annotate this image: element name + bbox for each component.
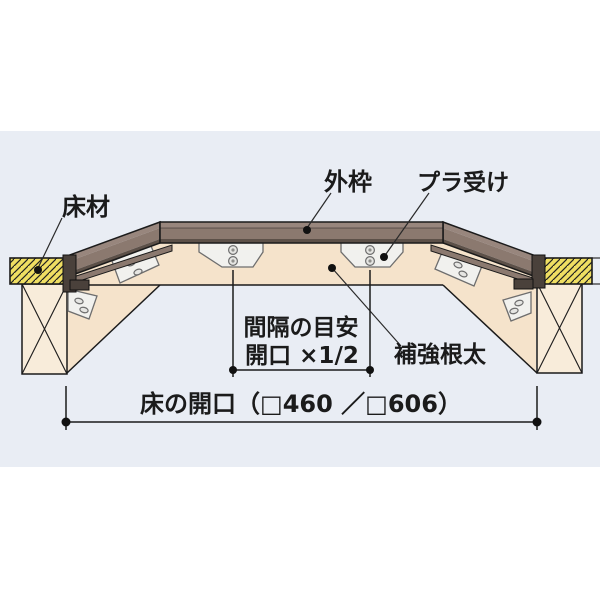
plastic-receiver-bracket-right-corner [502,291,532,322]
left-joist-diagonal-edge [66,284,161,374]
outer-frame-end-caps [62,254,546,293]
spacing-guide-label-line1: 間隔の目安 [244,314,359,341]
left-joist-post [21,283,68,375]
reinforcement-joist-label: 補強根太 [393,342,487,368]
leader-lines [34,192,430,347]
outer-frame-profile [66,220,537,285]
leader-dot-plastic-receiver [380,253,388,261]
leader-dot-floor-material [34,266,42,274]
plastic-receiver-bracket-center-right [340,240,404,268]
floor-material-right [537,257,600,285]
outer-frame-bar [159,221,444,244]
outer-frame-right-lip [513,278,534,290]
outer-frame-left-lip [69,279,90,291]
spacing-guide-label-line2: 開口 ×1/2 [245,343,359,369]
right-joist-diagonal-edge [442,284,538,374]
floor-opening-dimension [61,386,542,430]
spacing-dimension [229,270,374,377]
plastic-receiver-label: プラ受け [417,169,509,196]
right-joist-post [536,282,583,374]
leader-dot-reinforcement-joist [328,264,336,272]
floor-material-label: 床材 [62,193,110,221]
plastic-receiver-bracket-left-corner [67,288,98,320]
outer-frame-right-wing [430,220,537,285]
floor-opening-dimension-label: 床の開口（□460 ／□606） [140,390,462,418]
leader-dot-outer-frame [303,226,311,234]
outer-frame-right-end-cap [531,254,546,289]
floor-material-hatch-right [537,257,593,285]
outer-frame-label: 外枠 [324,168,372,196]
